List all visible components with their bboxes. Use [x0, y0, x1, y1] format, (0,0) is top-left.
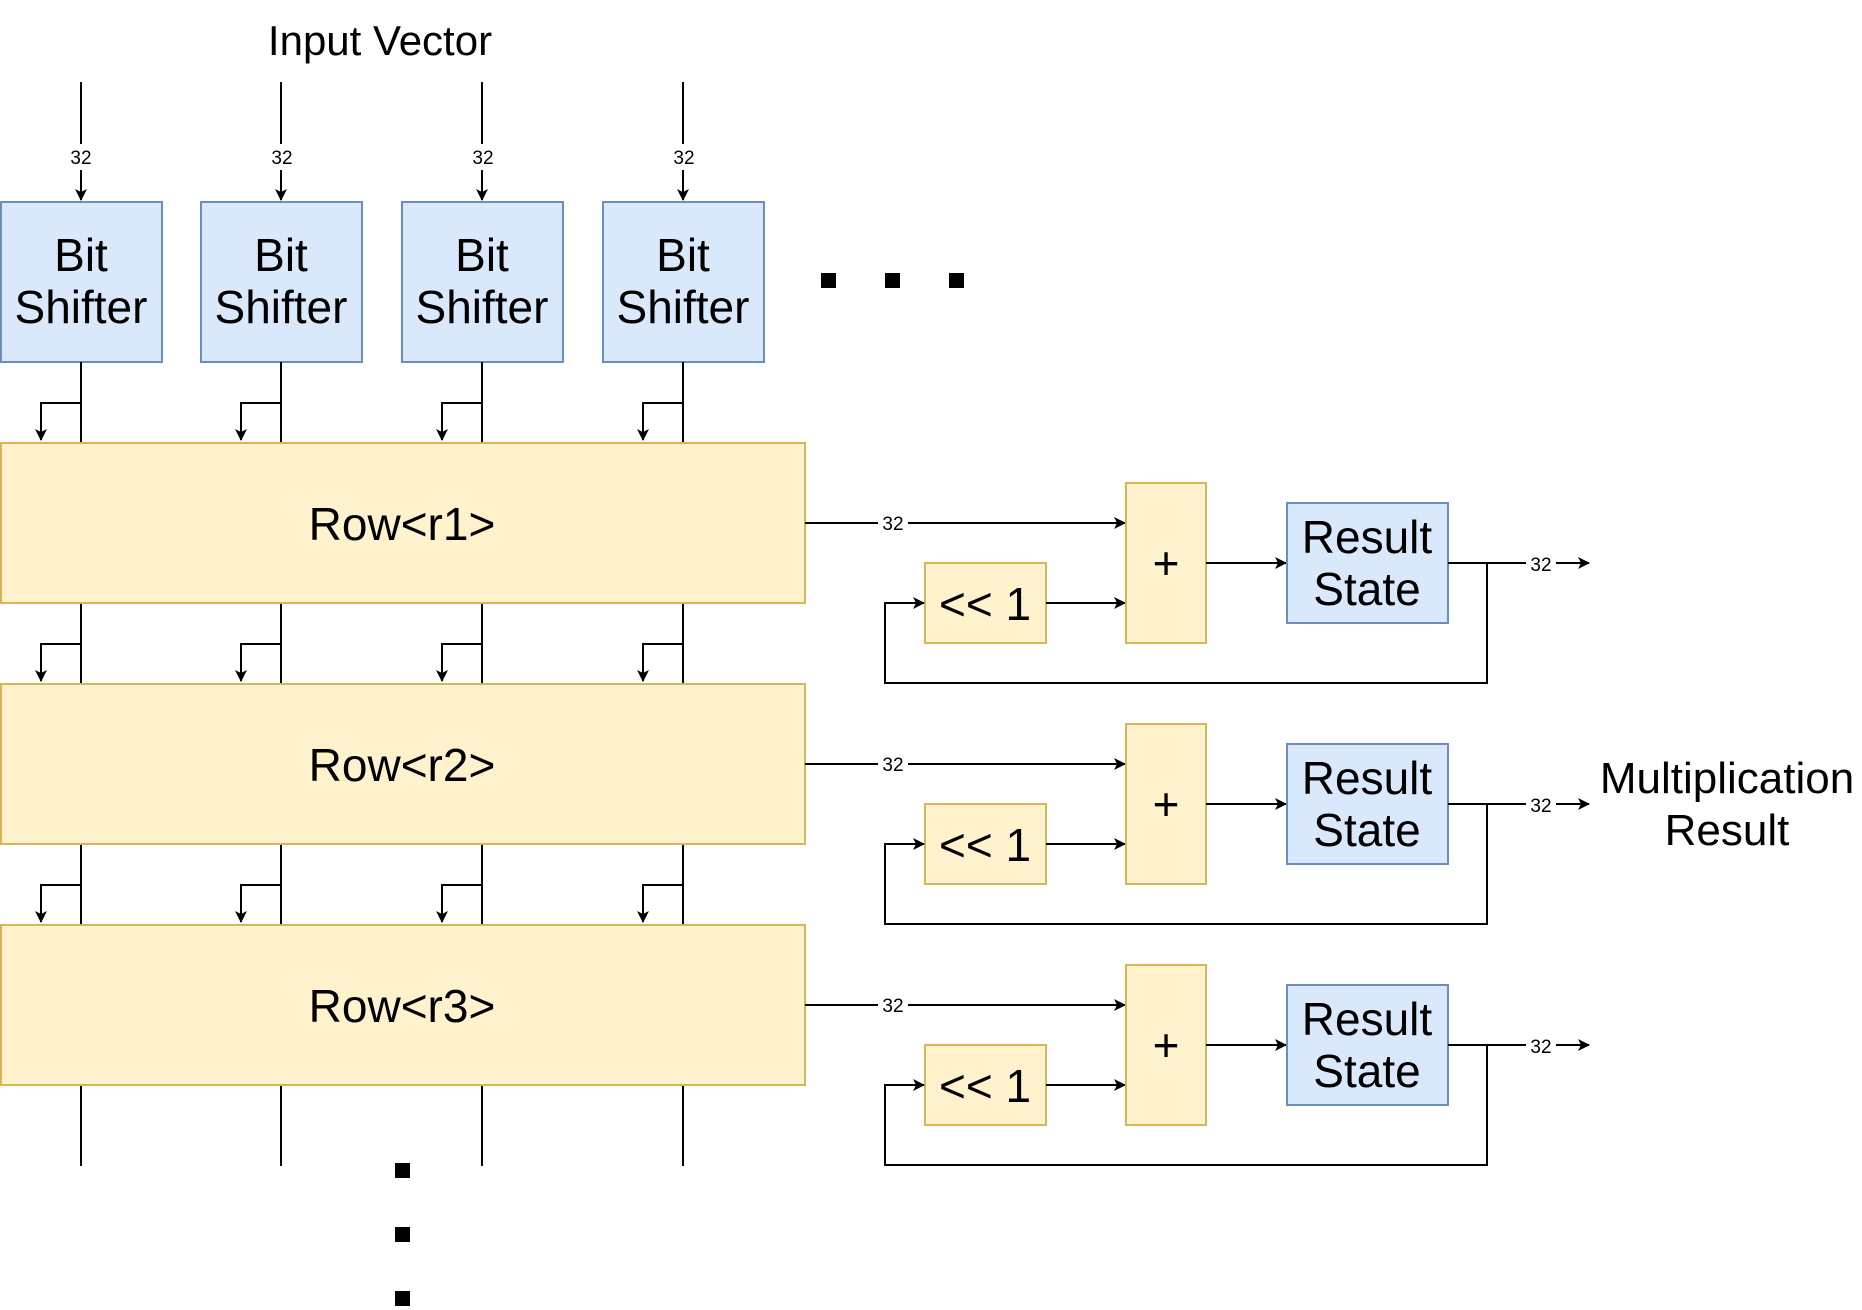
more-rows-ellipsis: [395, 1163, 410, 1306]
result-state-block: [1286, 984, 1449, 1106]
svg-text:Bit: Bit: [656, 229, 710, 281]
svg-text:Shifter: Shifter: [617, 281, 750, 333]
svg-text:Result: Result: [1302, 511, 1433, 563]
svg-text:State: State: [1313, 1045, 1420, 1097]
svg-text:Bit: Bit: [455, 229, 509, 281]
multiplication-result-label: Result: [1665, 806, 1790, 855]
svg-text:+: +: [1153, 537, 1180, 589]
row-label: Row<r3>: [309, 980, 496, 1032]
bit-shifter: Bit Shifter: [0, 201, 163, 363]
row-unit-r1: Row<r1> 32 << 1 + Result State 32: [0, 442, 1590, 684]
row-block: [0, 683, 806, 845]
row-label: Row<r1>: [309, 498, 496, 550]
row-unit-r2: Row<r2> 32 << 1 + Result State 32: [0, 683, 1590, 925]
wire-width-label: 32: [70, 148, 91, 169]
input-vector-label: Input Vector: [268, 17, 492, 64]
wire-width-label: 32: [673, 148, 694, 169]
bit-shifter: Bit Shifter: [200, 201, 363, 363]
wire-width-label: 32: [882, 514, 903, 535]
input-wires: 32 32 32 32: [70, 82, 695, 201]
result-state-block: [1286, 502, 1449, 624]
adder-block: [1125, 964, 1207, 1126]
svg-text:Result: Result: [1302, 752, 1433, 804]
wire-width-label: 32: [271, 148, 292, 169]
svg-text:Result: Result: [1302, 993, 1433, 1045]
adder-block: [1125, 482, 1207, 644]
shift-block: [924, 803, 1047, 885]
svg-text:Bit: Bit: [254, 229, 308, 281]
svg-text:Shifter: Shifter: [215, 281, 348, 333]
svg-text:State: State: [1313, 804, 1420, 856]
wire-width-label: 32: [1530, 1037, 1551, 1058]
svg-text:+: +: [1153, 1019, 1180, 1071]
svg-text:Bit: Bit: [54, 229, 108, 281]
bit-shifter: Bit Shifter: [401, 201, 564, 363]
column-connectors: [35, 362, 684, 1166]
row-label: Row<r2>: [309, 739, 496, 791]
row-unit-r3: Row<r3> 32 << 1 + Result State 32: [0, 924, 1590, 1166]
multiplication-result-label: Multiplication: [1600, 754, 1854, 803]
wire-width-label: 32: [882, 996, 903, 1017]
svg-text:Shifter: Shifter: [15, 281, 148, 333]
svg-text:<< 1: << 1: [939, 578, 1031, 630]
wire-width-label: 32: [882, 755, 903, 776]
shift-block: [924, 1044, 1047, 1126]
result-state-block: [1286, 743, 1449, 865]
wire-width-label: 32: [1530, 555, 1551, 576]
more-columns-ellipsis: [821, 273, 964, 288]
svg-text:+: +: [1153, 778, 1180, 830]
svg-text:State: State: [1313, 563, 1420, 615]
row-block: [0, 442, 806, 604]
row-block: [0, 924, 806, 1086]
wire-width-label: 32: [472, 148, 493, 169]
svg-text:<< 1: << 1: [939, 1060, 1031, 1112]
svg-text:Shifter: Shifter: [416, 281, 549, 333]
svg-text:<< 1: << 1: [939, 819, 1031, 871]
wire-width-label: 32: [1530, 796, 1551, 817]
bit-shifter: Bit Shifter: [602, 201, 765, 363]
